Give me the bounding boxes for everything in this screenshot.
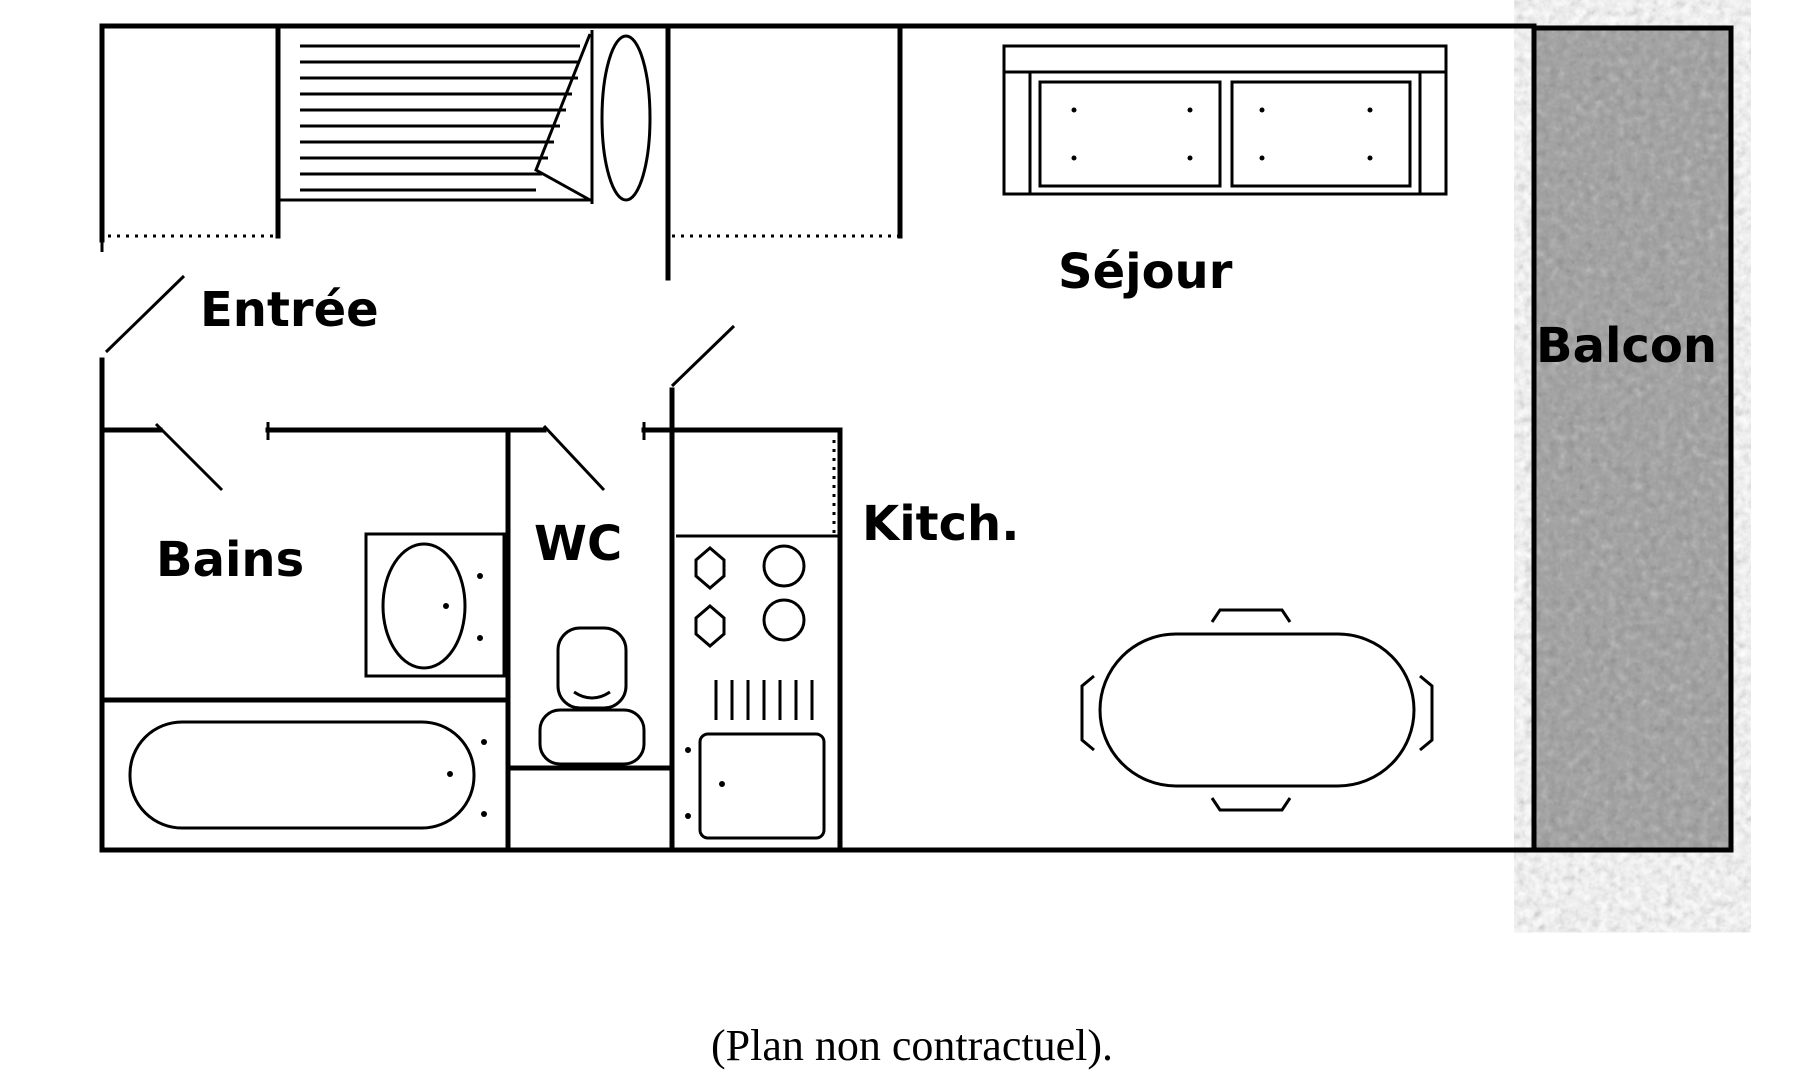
plan-caption: (Plan non contractuel). [711, 1021, 1113, 1070]
toilet [538, 626, 646, 766]
room-label-bains: Bains [156, 532, 304, 588]
room-label-kitchen: Kitch. [862, 496, 1019, 552]
bath-door [154, 422, 224, 492]
dining-table [1080, 608, 1434, 812]
cooktop [694, 544, 814, 720]
bathtub [128, 720, 487, 830]
interior-walls [99, 387, 843, 853]
living-door [670, 324, 736, 388]
outer-walls [99, 23, 1537, 853]
room-label-wc: WC [534, 516, 622, 572]
wc-door [542, 424, 606, 492]
kitchen-sink [685, 732, 826, 840]
bed [300, 30, 652, 204]
room-label-sejour: Séjour [1058, 244, 1233, 300]
washbasin [364, 532, 506, 678]
room-label-balcon: Balcon [1536, 318, 1717, 374]
door-swings [104, 274, 736, 492]
balcony [1531, 25, 1734, 853]
sofa [1002, 44, 1448, 196]
top-closets [100, 25, 903, 281]
room-label-entree: Entrée [200, 282, 379, 338]
entry-door [104, 274, 186, 354]
